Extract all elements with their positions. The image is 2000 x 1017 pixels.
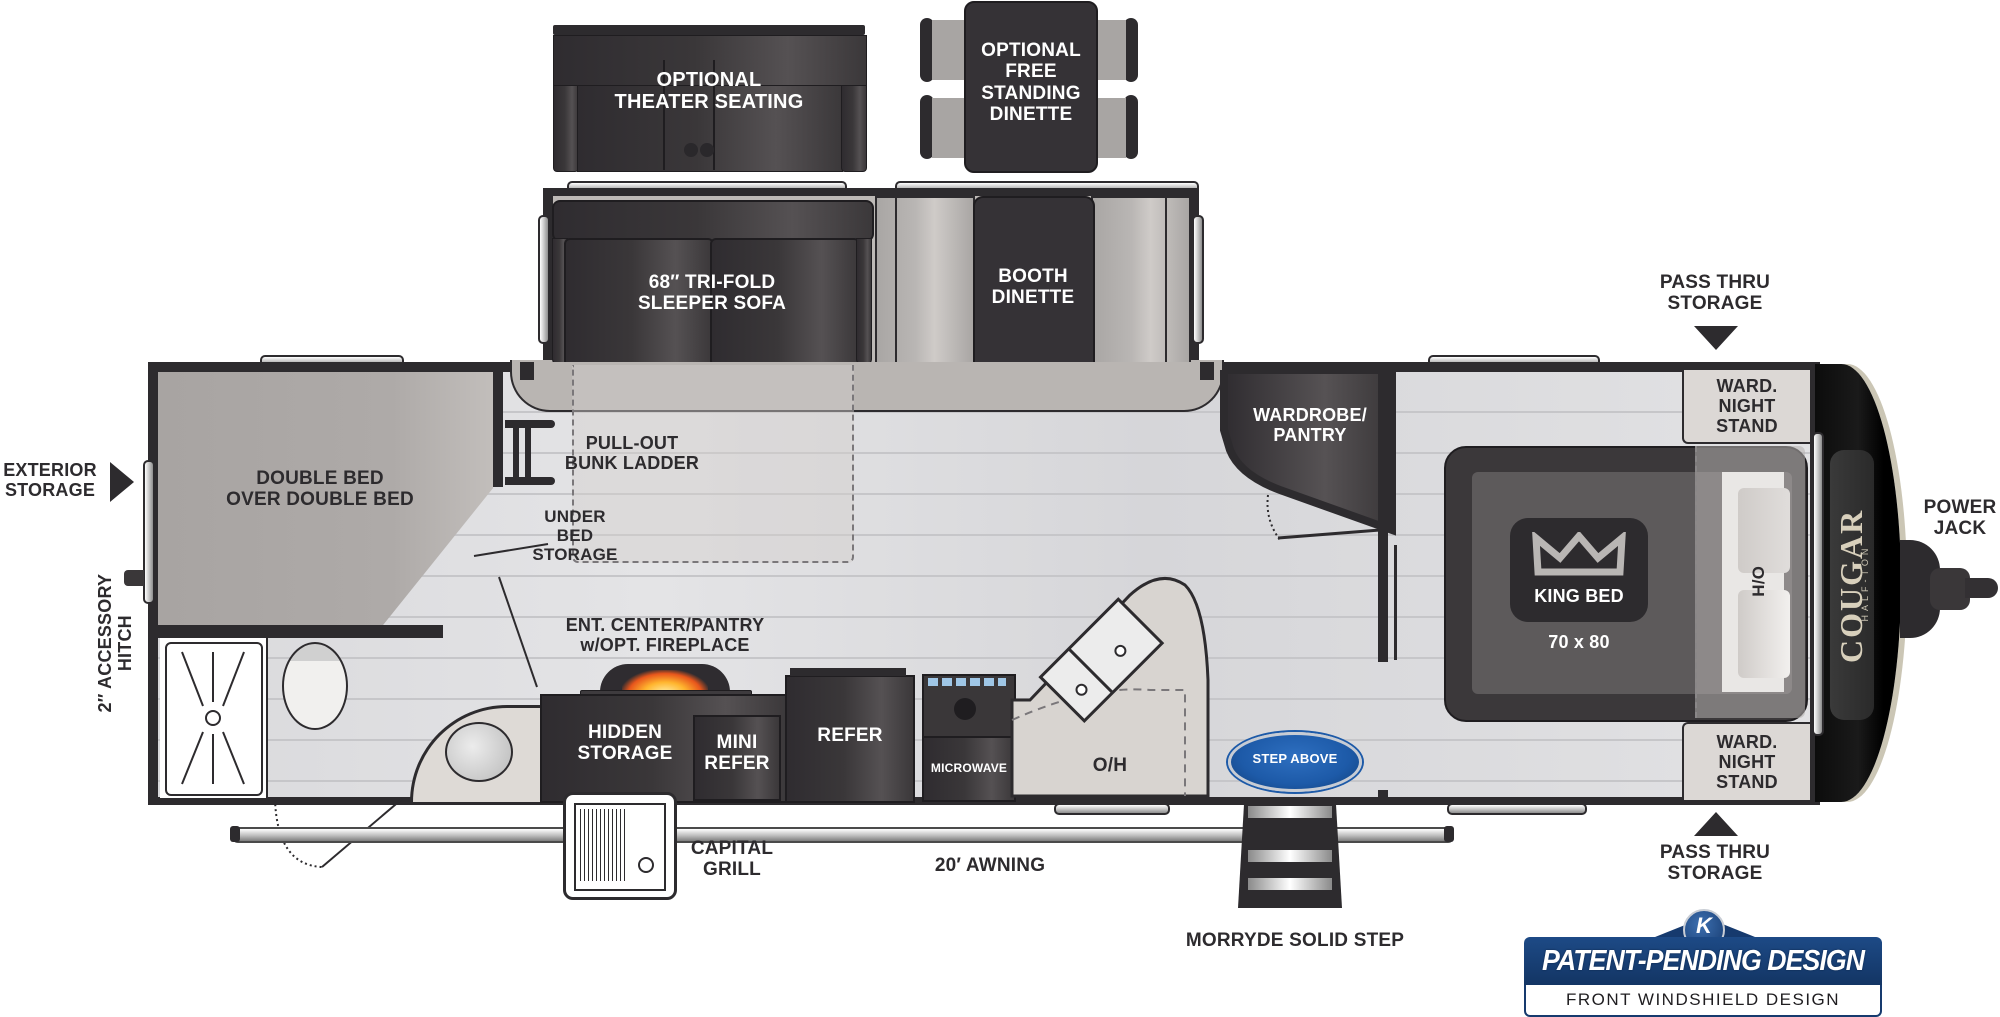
king-crown-badge: KING BED xyxy=(1510,518,1648,622)
accessory-hitch-icon xyxy=(124,570,144,586)
rear-storage-door xyxy=(143,460,155,604)
step-above-logo: STEP ABOVE xyxy=(1228,732,1362,792)
stove-icon xyxy=(922,674,1016,740)
sleeper-sofa: 68″ TRI-FOLD SLEEPER SOFA xyxy=(552,200,874,367)
under-bed-storage-label: UNDER BED STORAGE xyxy=(532,507,618,565)
capital-grill-icon xyxy=(563,792,677,900)
power-jack-label: POWER JACK xyxy=(1923,497,1997,540)
optional-theater-seating: OPTIONAL THEATER SEATING xyxy=(553,25,867,172)
bunk-ladder-icon xyxy=(505,420,555,485)
microwave xyxy=(922,736,1016,802)
accessory-hitch-label: 2″ ACCESSORY HITCH xyxy=(94,573,135,713)
kitchen-island xyxy=(1010,577,1210,798)
headboard-oh-label: O/H xyxy=(1748,566,1768,597)
dinette-table xyxy=(964,1,1098,173)
toilet-icon xyxy=(282,642,348,730)
pass-thru-bottom-label: PASS THRU STORAGE xyxy=(1659,842,1771,885)
theater-seating-label: OPTIONAL THEATER SEATING xyxy=(614,69,804,114)
patent-pending-subtitle: FRONT WINDSHIELD DESIGN xyxy=(1565,990,1841,1009)
mini-refer-label: MINI REFER xyxy=(704,732,770,775)
sleeper-sofa-label: 68″ TRI-FOLD SLEEPER SOFA xyxy=(637,272,787,315)
morryde-step-label: MORRYDE SOLID STEP xyxy=(1185,930,1405,951)
patent-pending-title: PATENT-PENDING DESIGN xyxy=(1541,945,1865,977)
free-standing-dinette-label: OPTIONAL FREE STANDING DINETTE xyxy=(981,40,1081,125)
shower xyxy=(160,638,268,798)
wardrobe-pantry xyxy=(1220,370,1396,540)
bedroom-window-bottom xyxy=(1447,803,1587,815)
galley-window xyxy=(1054,803,1170,815)
awning-label: 20′ AWNING xyxy=(934,855,1046,876)
sub-brand-logo: HALF-TON xyxy=(1859,544,1870,622)
pass-thru-top-arrow-icon xyxy=(1694,326,1738,350)
ward-night-stand-bottom xyxy=(1682,722,1810,800)
microwave-label: MICROWAVE xyxy=(930,761,1008,775)
ent-center-leader xyxy=(498,576,538,688)
bunk-ladder-label: PULL-OUT BUNK LADDER xyxy=(564,433,700,474)
pass-thru-bottom-arrow-icon xyxy=(1694,812,1738,836)
ward-night-stand-bottom-label: WARD. NIGHT STAND xyxy=(1716,732,1778,793)
exterior-storage-arrow-icon xyxy=(110,462,134,502)
wardrobe-pantry-label: WARDROBE/ PANTRY xyxy=(1253,405,1367,446)
bunk-bed-label: DOUBLE BED OVER DOUBLE BED xyxy=(226,468,414,511)
bedroom-wall xyxy=(1378,372,1388,662)
bathroom-sink-icon xyxy=(445,722,513,782)
island-overhead-label: O/H xyxy=(1092,755,1128,776)
booth-dinette: BOOTH DINETTE xyxy=(875,196,1191,395)
capital-grill-label: CAPITAL GRILL xyxy=(690,838,774,881)
crown-icon xyxy=(1532,532,1626,576)
refrigerator xyxy=(785,675,915,803)
hidden-storage-label: HIDDEN STORAGE xyxy=(577,722,673,765)
booth-dinette-label: BOOTH DINETTE xyxy=(991,266,1075,309)
under-bed-storage-leader xyxy=(473,543,549,557)
ward-night-stand-top xyxy=(1682,370,1810,444)
king-bed-label: KING BED xyxy=(1534,586,1624,606)
optional-free-standing-dinette: OPTIONAL FREE STANDING DINETTE xyxy=(920,0,1138,173)
cougar-logo-plate xyxy=(1830,450,1874,720)
mini-refer xyxy=(693,715,781,801)
slide-side-window-right xyxy=(1192,215,1204,344)
ward-night-stand-top-label: WARD. NIGHT STAND xyxy=(1716,376,1778,437)
sofa-pullout-footprint xyxy=(572,365,854,563)
morryde-step-icon xyxy=(1238,800,1342,908)
refrigerator-label: REFER xyxy=(817,725,883,746)
pass-thru-top-label: PASS THRU STORAGE xyxy=(1659,272,1771,315)
exterior-storage-label: EXTERIOR STORAGE xyxy=(3,460,97,501)
patent-pending-badge: K PATENT-PENDING DESIGN FRONT WINDSHIELD… xyxy=(1520,905,1890,1017)
ent-center-label: ENT. CENTER/PANTRY w/OPT. FIREPLACE xyxy=(565,615,765,656)
fireplace-icon xyxy=(600,664,730,692)
slide-side-window-left xyxy=(538,215,550,344)
king-bed-size: 70 x 80 xyxy=(1548,632,1610,652)
